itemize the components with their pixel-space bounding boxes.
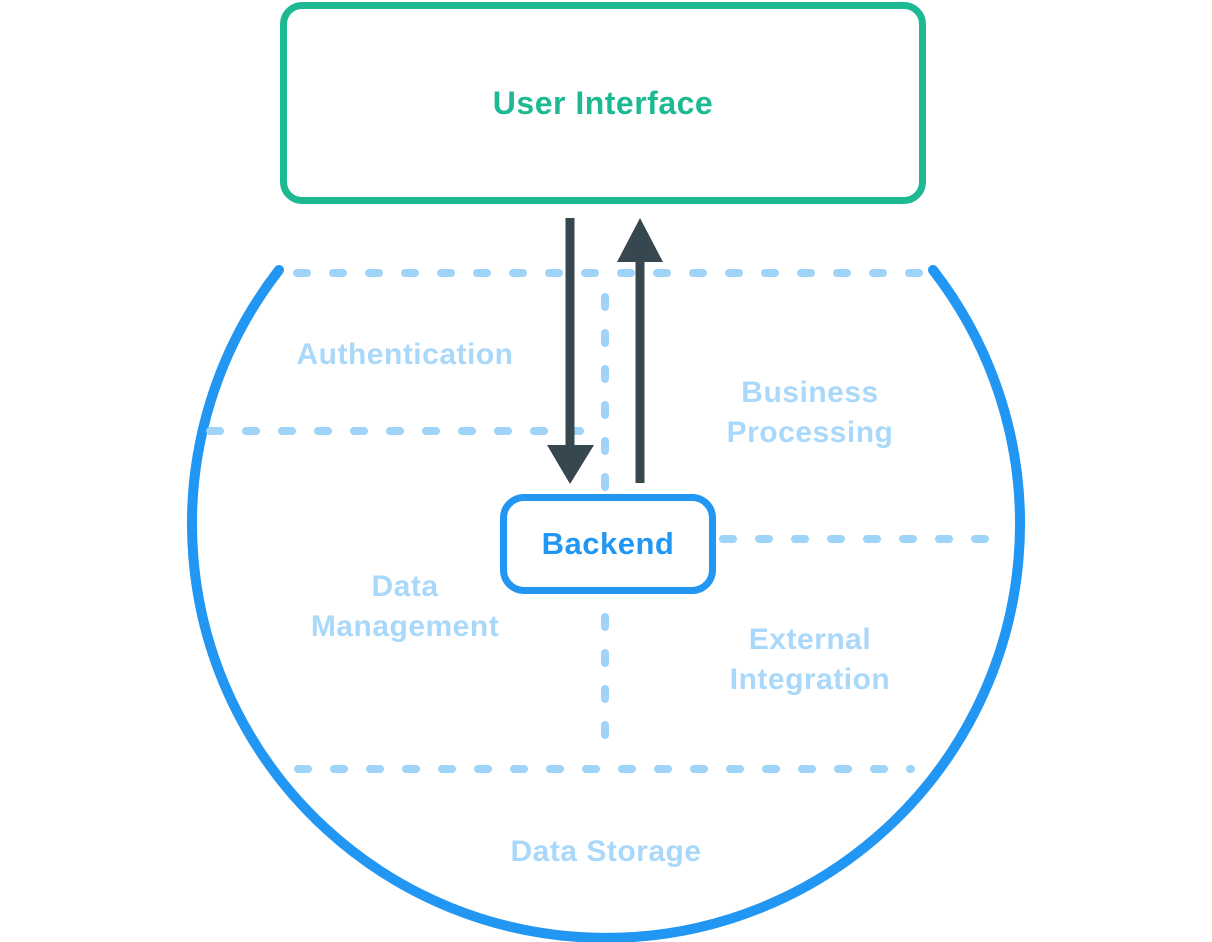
- region-label-authentication: Authentication: [296, 338, 514, 371]
- region-label-external-integration: External Integration: [729, 623, 891, 696]
- response-arrowhead-icon: [617, 218, 663, 262]
- response-arrow-up: [617, 218, 663, 483]
- backend-box: Backend: [500, 494, 716, 594]
- region-label-data-storage: Data Storage: [510, 835, 702, 868]
- user-interface-box: User Interface: [280, 2, 926, 204]
- user-interface-label: User Interface: [492, 84, 714, 121]
- backend-label: Backend: [541, 526, 675, 561]
- region-label-business-processing: Business Processing: [726, 376, 894, 449]
- region-label-data-management: Data Management: [310, 570, 500, 643]
- request-arrow-down: [547, 218, 594, 484]
- system-circle-outline: [187, 265, 1025, 942]
- request-arrowhead-icon: [547, 445, 594, 484]
